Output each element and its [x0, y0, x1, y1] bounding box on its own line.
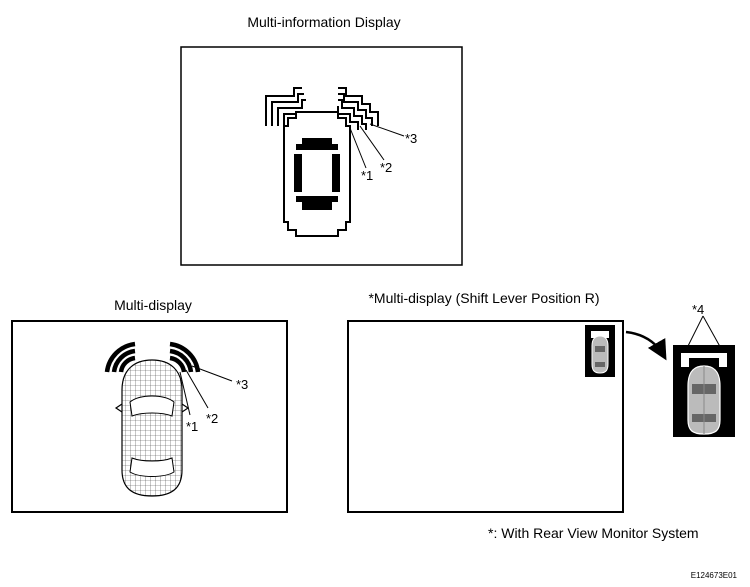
bottom-left-leader-lines [179, 365, 233, 416]
bottom-left-callout-1: *1 [186, 419, 198, 434]
bottom-left-callout-2: *2 [206, 411, 218, 426]
small-sensor-inset [585, 325, 615, 377]
pixel-car [283, 111, 351, 237]
top-panel-title: Multi-information Display [247, 14, 400, 30]
zoom-arrow [625, 330, 667, 361]
bottom-left-panel-title: Multi-display [114, 297, 192, 313]
right-sensor-segments [337, 87, 379, 130]
bottom-right-panel-title: *Multi-display (Shift Lever Position R) [368, 290, 599, 306]
figure-code: E124673E01 [691, 571, 738, 580]
enlarged-sensor-inset [673, 345, 735, 437]
top-callout-3: *3 [405, 131, 417, 146]
rear-view-display-frame [347, 320, 624, 513]
callout-4-leader-lines [684, 315, 724, 353]
footnote: *: With Rear View Monitor System [488, 525, 699, 541]
top-leader-lines [349, 123, 405, 169]
left-corner-sensor-arcs [104, 341, 136, 373]
callout-4: *4 [692, 302, 704, 317]
left-sensor-segments [265, 87, 306, 126]
wireframe-car [114, 359, 190, 497]
top-callout-1: *1 [361, 168, 373, 183]
bottom-left-callout-3: *3 [236, 377, 248, 392]
top-callout-2: *2 [380, 160, 392, 175]
